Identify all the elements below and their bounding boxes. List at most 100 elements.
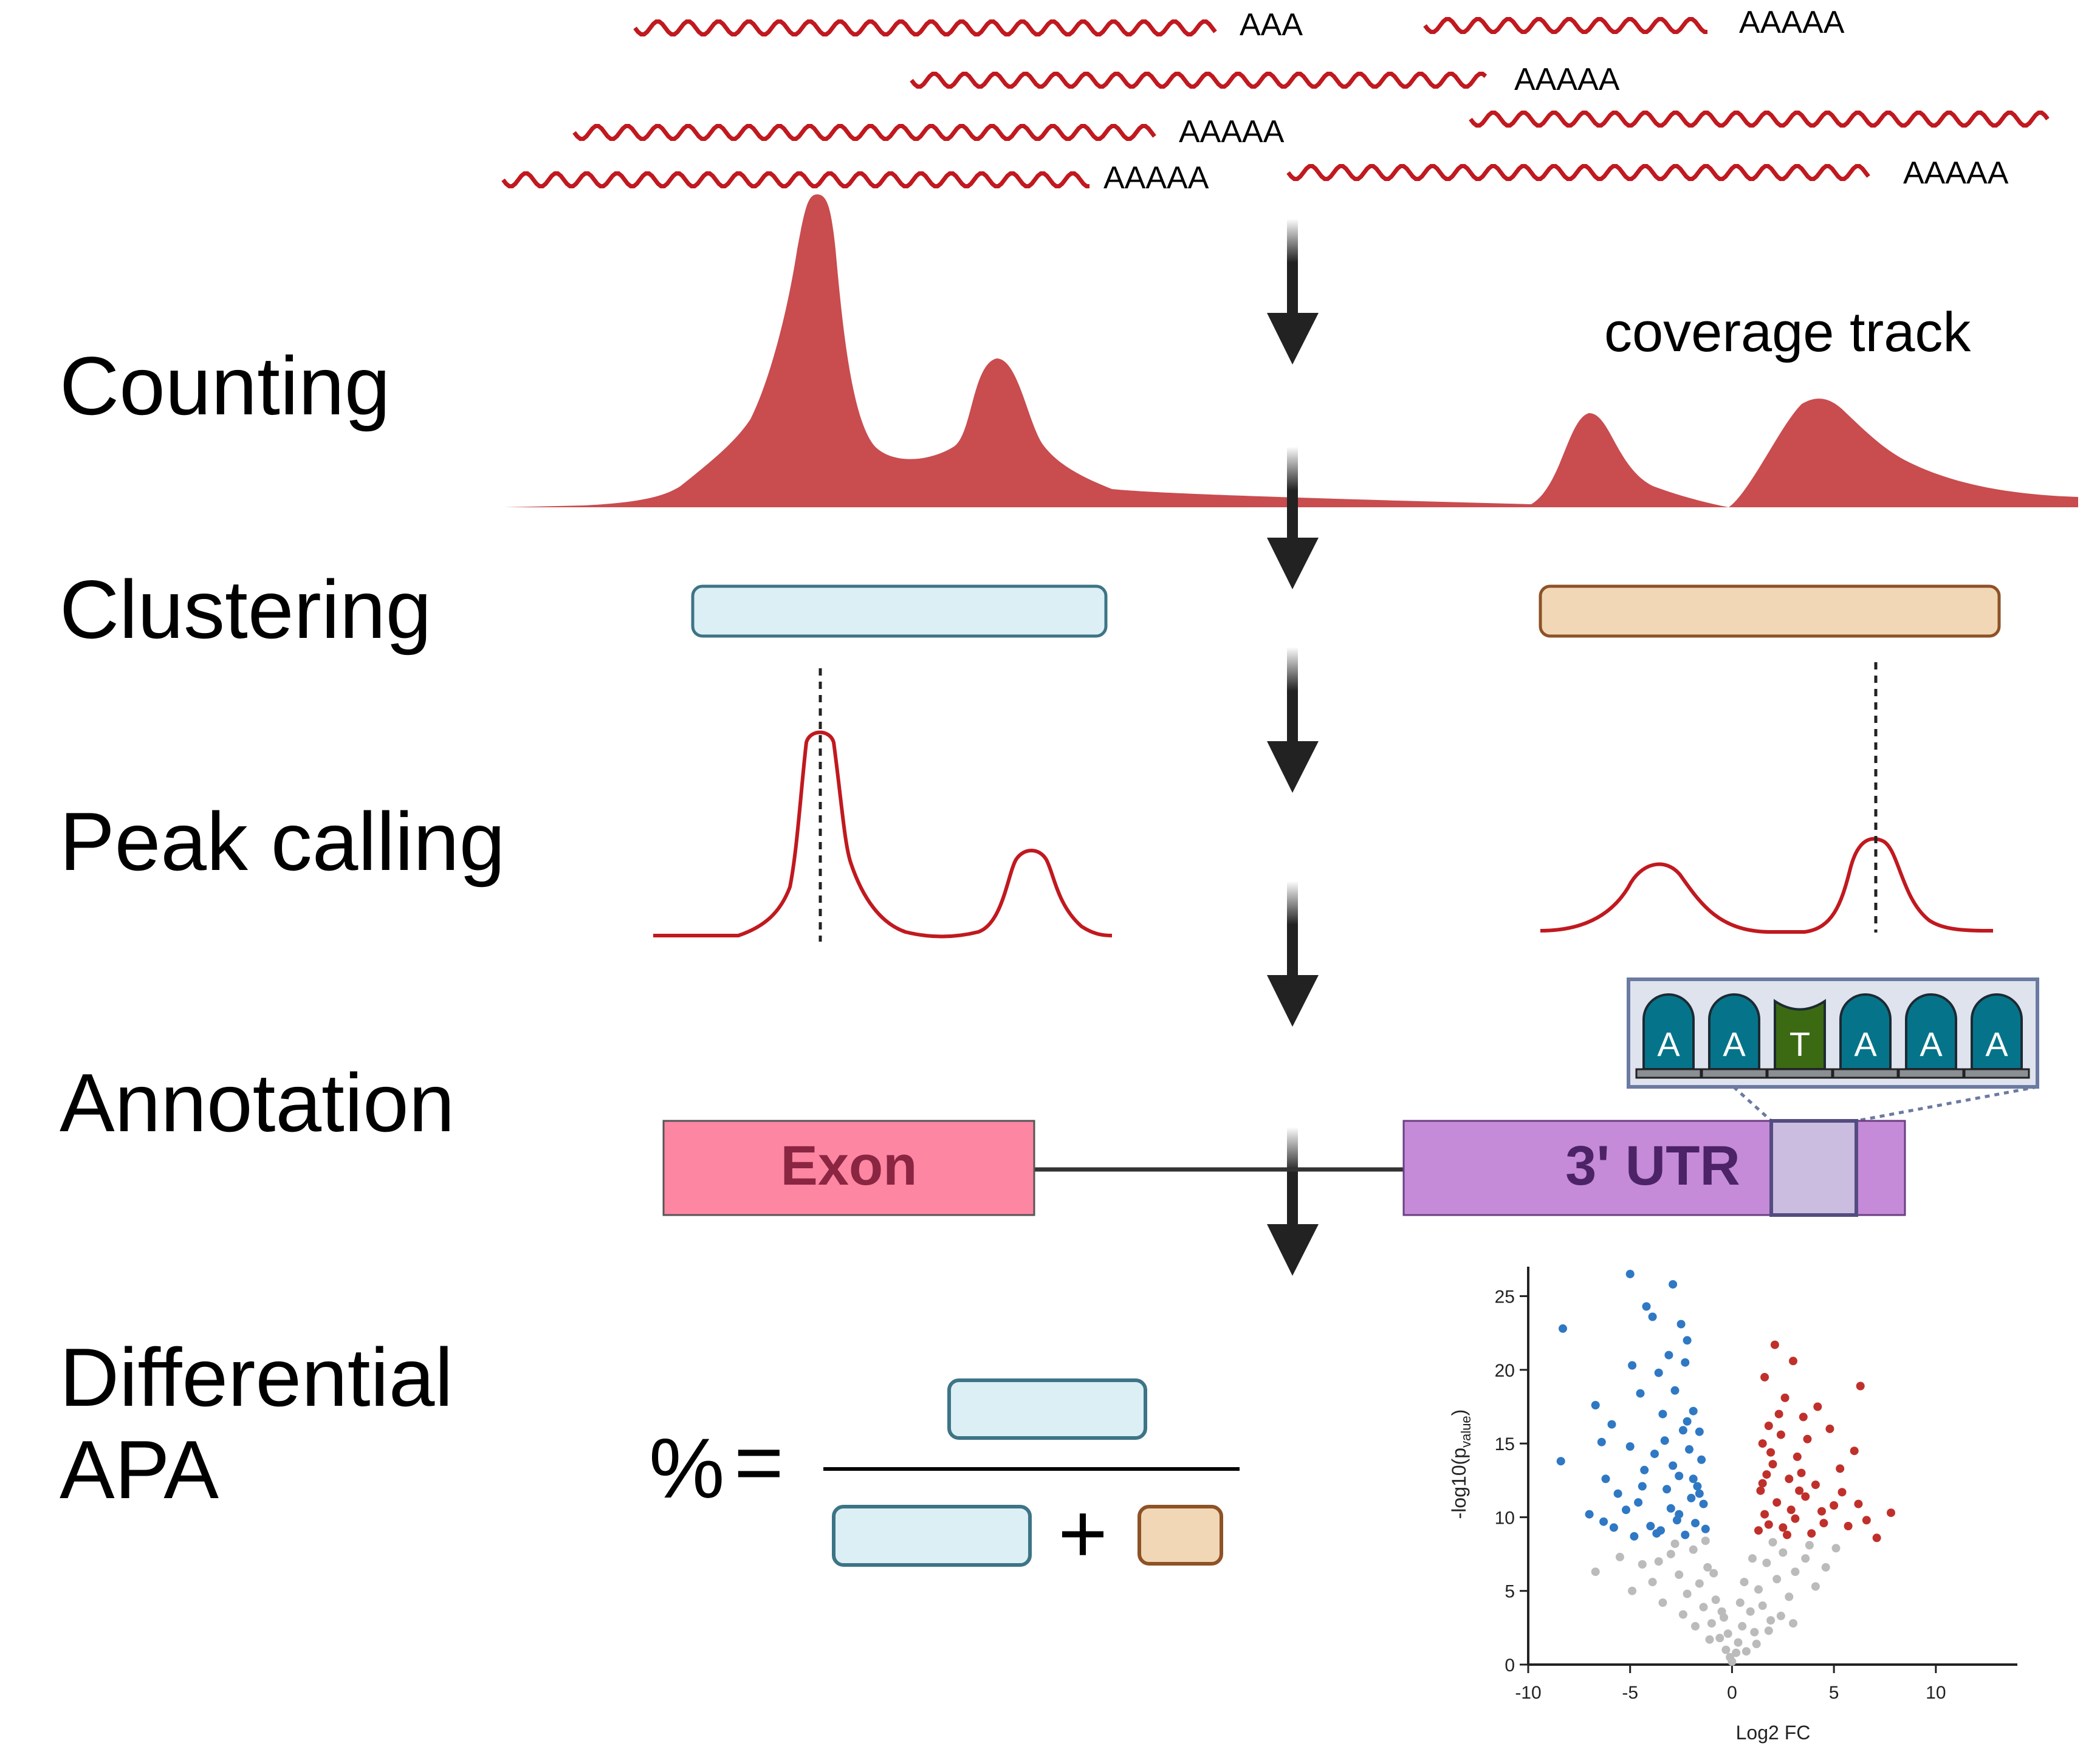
volcano-point: [1760, 1510, 1769, 1519]
volcano-point: [1625, 1270, 1635, 1279]
volcano-point: [1669, 1280, 1678, 1289]
volcano-point: [1607, 1420, 1616, 1429]
volcano-point: [1670, 1539, 1680, 1549]
volcano-point: [1764, 1520, 1773, 1529]
volcano-point: [1693, 1482, 1702, 1491]
x-tick-label: 0: [1727, 1683, 1737, 1703]
down-arrow-1: [1267, 219, 1319, 365]
x-tick-label: 5: [1829, 1683, 1839, 1703]
volcano-point: [1850, 1446, 1859, 1456]
volcano-point: [1758, 1601, 1767, 1610]
read-wave: [1469, 111, 2050, 128]
polya-tail: AAAAA: [1514, 62, 1620, 97]
volcano-point: [1559, 1324, 1567, 1333]
volcano-point: [1630, 1532, 1639, 1541]
volcano-point: [1738, 1621, 1747, 1631]
read-wave: [633, 19, 1217, 36]
step-label-peak-calling: Peak calling: [60, 795, 505, 888]
volcano-point: [1758, 1439, 1767, 1448]
pas-base-letter: A: [1854, 1025, 1877, 1063]
coverage-track-label: coverage track: [1604, 301, 1971, 363]
volcano-point: [1662, 1485, 1672, 1494]
volcano-point: [1585, 1510, 1594, 1519]
volcano-point: [1648, 1312, 1657, 1321]
volcano-point: [1801, 1554, 1810, 1563]
volcano-point: [1556, 1457, 1565, 1466]
volcano-points: [1556, 1270, 1895, 1666]
plus-sign: +: [1058, 1485, 1108, 1581]
pas-base-a: A: [1898, 993, 1964, 1079]
volcano-point: [1695, 1489, 1704, 1498]
volcano-point: [1648, 1578, 1657, 1587]
volcano-point: [1622, 1505, 1630, 1515]
volcano-point: [1685, 1445, 1693, 1454]
volcano-point: [1776, 1430, 1785, 1439]
volcano-point: [1597, 1437, 1606, 1446]
volcano-point: [1786, 1505, 1796, 1515]
y-tick-label: 15: [1495, 1434, 1515, 1454]
volcano-point: [1799, 1412, 1808, 1422]
volcano-point: [1689, 1406, 1698, 1416]
x-tick-label: 10: [1926, 1683, 1946, 1703]
volcano-point: [1854, 1499, 1863, 1508]
down-arrow-3: [1267, 647, 1319, 793]
volcano-point: [1652, 1529, 1661, 1538]
volcano-point: [1670, 1386, 1680, 1395]
y-tick-label: 5: [1505, 1582, 1515, 1602]
volcano-point: [1754, 1526, 1763, 1535]
volcano-point: [1628, 1586, 1637, 1595]
volcano-point: [1681, 1530, 1690, 1539]
volcano-point: [1768, 1538, 1777, 1547]
volcano-point: [1732, 1648, 1741, 1657]
volcano-point: [1707, 1619, 1716, 1628]
volcano-point: [1683, 1589, 1692, 1598]
denominator-distal-cluster: [1138, 1505, 1223, 1566]
y-tick-label: 25: [1495, 1287, 1515, 1307]
volcano-point: [1803, 1434, 1812, 1443]
volcano-point: [1666, 1550, 1675, 1559]
pas-base-a: A: [1635, 993, 1702, 1079]
volcano-point: [1887, 1508, 1895, 1518]
y-tick-label: 0: [1505, 1655, 1515, 1676]
numerator-proximal-cluster: [947, 1378, 1147, 1440]
read-wave: [501, 171, 1089, 188]
volcano-point: [1723, 1629, 1732, 1638]
pas-base-letter: T: [1789, 1025, 1810, 1063]
read-wave: [1423, 17, 1707, 34]
down-arrow-5: [1267, 1127, 1319, 1276]
volcano-point: [1650, 1450, 1659, 1459]
volcano-point: [1703, 1563, 1712, 1572]
volcano-point: [1748, 1554, 1757, 1563]
volcano-point: [1793, 1452, 1802, 1461]
y-axis-label: -log10(pvalue): [1448, 1409, 1474, 1519]
volcano-point: [1774, 1409, 1783, 1419]
volcano-point: [1699, 1603, 1708, 1612]
volcano-point: [1805, 1541, 1814, 1550]
volcano-point: [1764, 1626, 1773, 1635]
zoom-connector-right: [1856, 1085, 2038, 1123]
down-arrow-4: [1267, 881, 1319, 1027]
volcano-point: [1811, 1582, 1820, 1591]
volcano-point: [1601, 1474, 1610, 1484]
volcano-point: [1695, 1427, 1704, 1436]
volcano-point: [1740, 1578, 1749, 1587]
volcano-point: [1591, 1401, 1600, 1409]
volcano-point: [1756, 1486, 1765, 1495]
volcano-point: [1754, 1585, 1763, 1594]
volcano-point: [1811, 1481, 1820, 1489]
volcano-point: [1728, 1657, 1737, 1666]
volcano-point: [1783, 1530, 1791, 1539]
zoom-connector-left: [1732, 1086, 1772, 1122]
volcano-point: [1817, 1507, 1826, 1516]
cluster-distal: [1539, 584, 2001, 638]
volcano-point: [1762, 1558, 1771, 1567]
volcano-point: [1681, 1358, 1690, 1367]
x-tick-label: -5: [1622, 1683, 1638, 1703]
step-label-apa: APA: [60, 1423, 219, 1516]
volcano-point: [1831, 1544, 1841, 1553]
volcano-point: [1675, 1510, 1684, 1519]
